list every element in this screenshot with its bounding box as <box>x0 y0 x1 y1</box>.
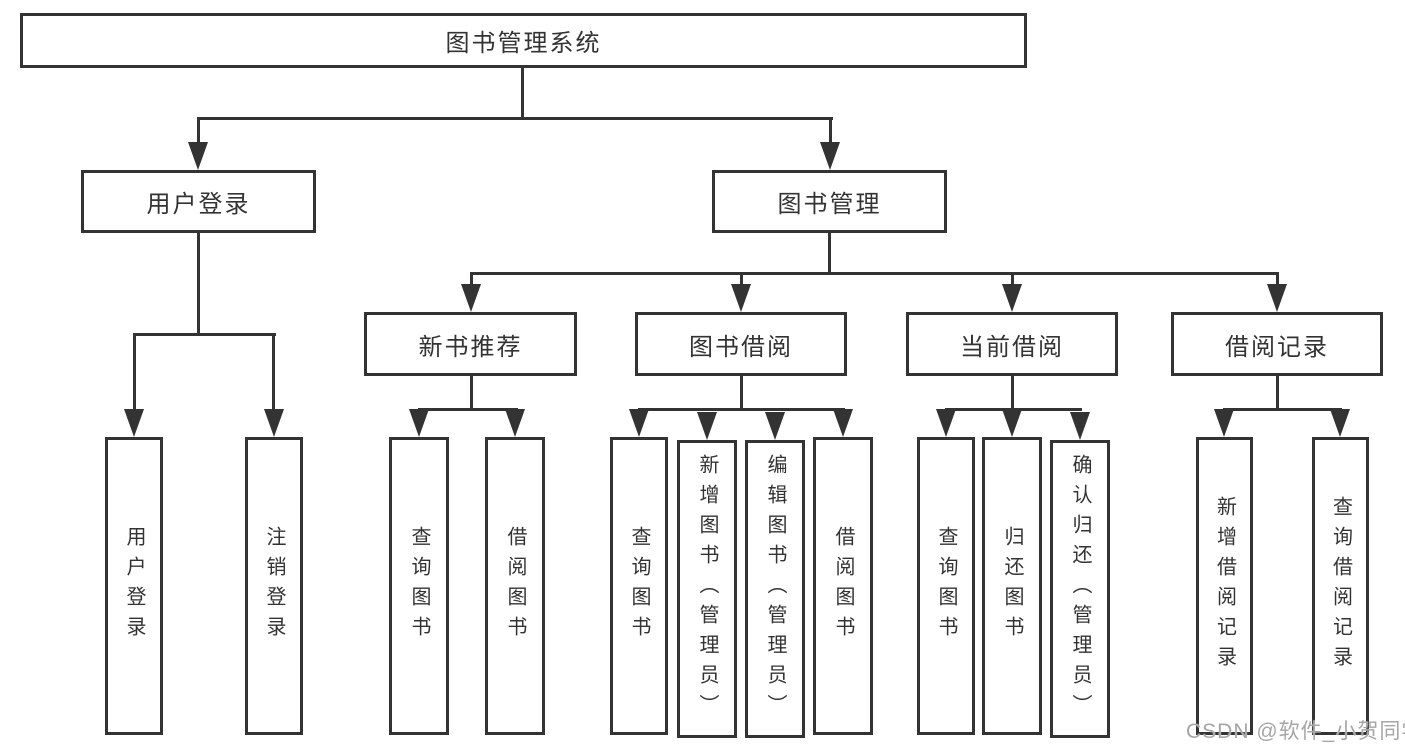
arrow-down-icon <box>1002 284 1022 312</box>
connector-line <box>197 117 200 145</box>
leaf-confirm-return-admin: 确认归还（管理员） <box>1050 440 1110 738</box>
connector-line <box>740 272 743 288</box>
arrow-down-icon <box>1330 409 1350 437</box>
node-library-system: 图书管理系统 <box>20 13 1027 68</box>
arrow-down-icon <box>409 409 429 437</box>
arrow-down-icon <box>461 284 481 312</box>
connector-line <box>1276 376 1279 411</box>
connector-line <box>740 376 743 411</box>
connector-line <box>470 272 1279 275</box>
node-borrowing-records: 借阅记录 <box>1171 312 1383 376</box>
connector-line <box>133 333 276 336</box>
connector-line <box>638 408 845 411</box>
arrow-down-icon <box>124 409 144 437</box>
arrow-down-icon <box>820 142 840 170</box>
arrow-down-icon <box>1070 412 1090 440</box>
connector-line <box>470 272 473 288</box>
node-current-borrowing: 当前借阅 <box>906 312 1118 376</box>
connector-line <box>197 117 833 120</box>
connector-line <box>1011 272 1014 288</box>
leaf-borrow-books-recommend: 借阅图书 <box>485 437 545 735</box>
leaf-edit-books-admin: 编辑图书（管理员） <box>745 440 805 738</box>
leaf-query-books-current: 查询图书 <box>917 437 975 735</box>
leaf-borrow-books-borrowing: 借阅图书 <box>813 437 873 735</box>
connector-line <box>197 233 200 336</box>
connector-line <box>1276 272 1279 288</box>
connector-line <box>418 408 518 411</box>
arrow-down-icon <box>505 409 525 437</box>
arrow-down-icon <box>1267 284 1287 312</box>
arrow-down-icon <box>264 409 284 437</box>
leaf-query-borrow-record: 查询借阅记录 <box>1312 437 1369 735</box>
leaf-add-books-admin: 新增图书（管理员） <box>677 440 737 738</box>
watermark: CSDN @软件_小贺同学 <box>1186 720 1405 743</box>
connector-line <box>133 333 136 411</box>
arrow-down-icon <box>765 412 785 440</box>
leaf-logout: 注销登录 <box>245 437 303 735</box>
leaf-add-borrow-record: 新增借阅记录 <box>1196 437 1253 735</box>
connector-line <box>470 376 473 411</box>
connector-line <box>1223 408 1342 411</box>
node-user-login: 用户登录 <box>81 170 316 233</box>
arrow-down-icon <box>188 142 208 170</box>
connector-line <box>828 233 831 275</box>
leaf-query-books-recommend: 查询图书 <box>389 437 449 735</box>
arrow-down-icon <box>833 409 853 437</box>
connector-line <box>272 333 275 411</box>
leaf-query-books-borrowing: 查询图书 <box>610 437 668 735</box>
arrow-down-icon <box>629 409 649 437</box>
arrow-down-icon <box>936 409 956 437</box>
leaf-return-books: 归还图书 <box>982 437 1042 735</box>
leaf-user-login: 用户登录 <box>105 437 163 735</box>
connector-line <box>829 117 832 145</box>
node-book-management: 图书管理 <box>712 170 947 233</box>
arrow-down-icon <box>697 412 717 440</box>
connector-line <box>521 68 524 120</box>
arrow-down-icon <box>1214 409 1234 437</box>
arrow-down-icon <box>731 284 751 312</box>
node-new-book-recommendation: 新书推荐 <box>364 312 577 376</box>
arrow-down-icon <box>1002 409 1022 437</box>
connector-line <box>1011 376 1014 411</box>
node-book-borrowing: 图书借阅 <box>635 312 847 376</box>
